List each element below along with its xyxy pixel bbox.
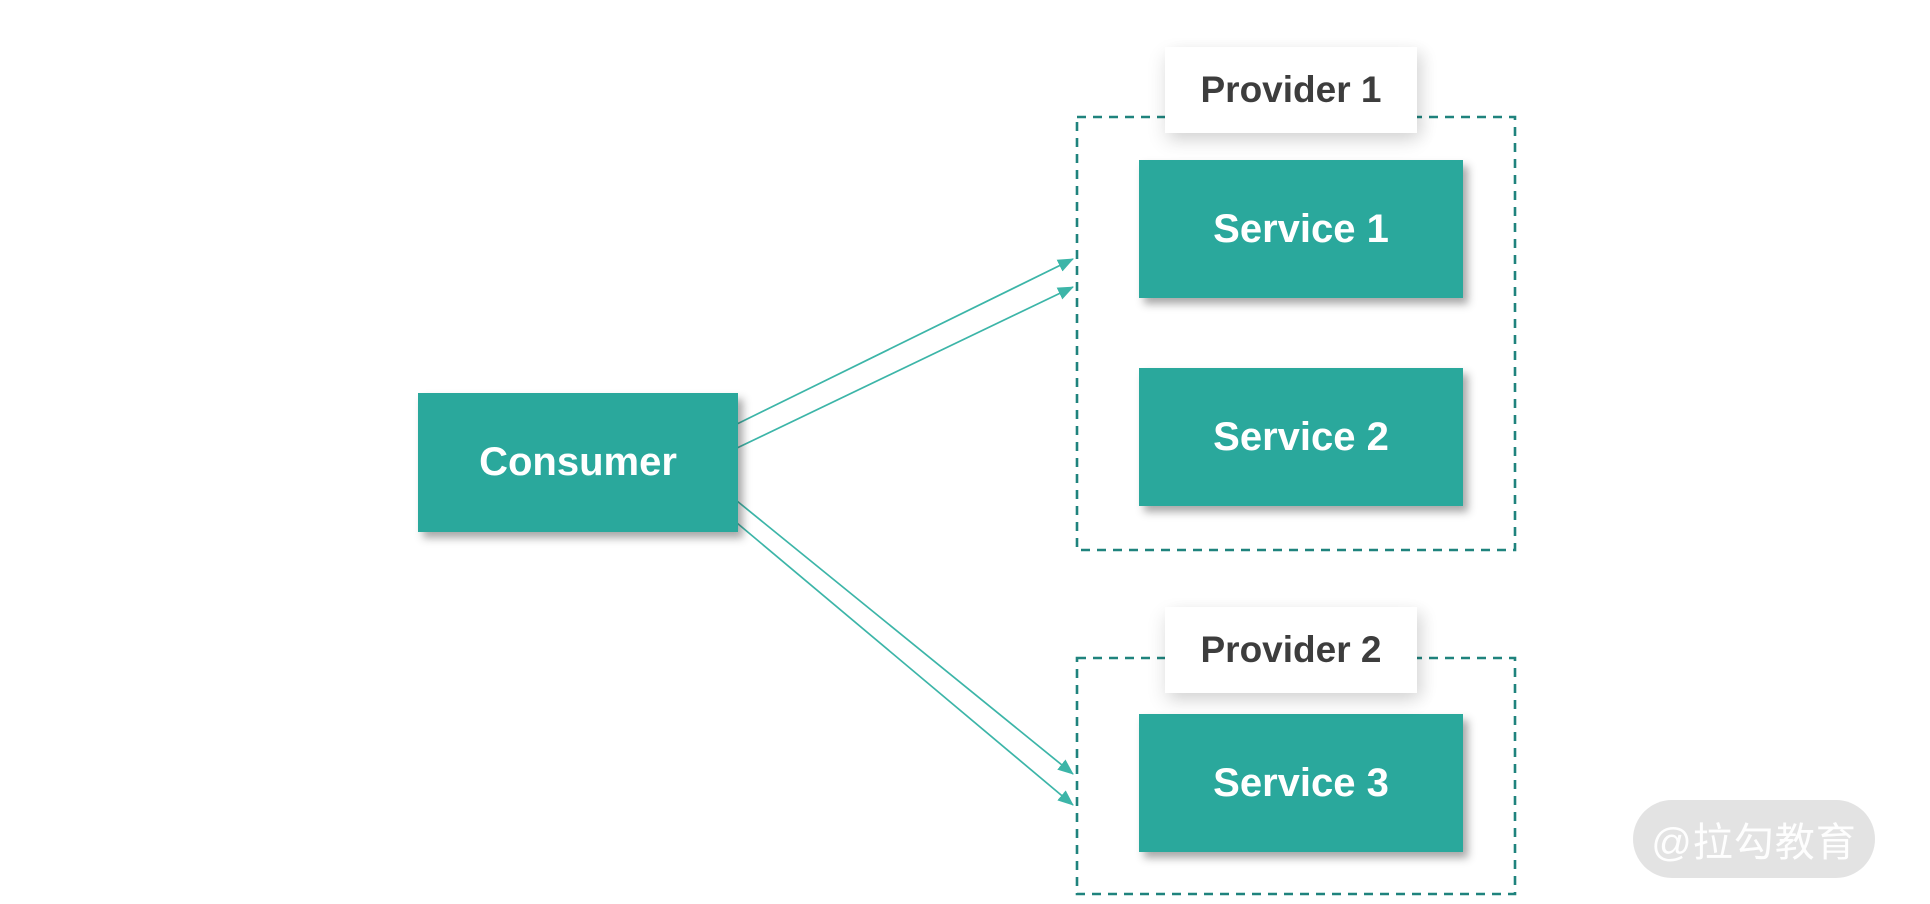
consumer-label: Consumer [479, 440, 677, 484]
watermark-badge: @拉勾教育 [1633, 800, 1875, 878]
watermark-text: @拉勾教育 [1651, 821, 1857, 865]
service-1-node: Service 1 [1139, 160, 1463, 298]
provider-1-dashed-border [1075, 115, 1517, 552]
service-1-label: Service 1 [1213, 206, 1389, 251]
service-2-node: Service 2 [1139, 368, 1463, 506]
provider-1-label: Provider 1 [1200, 69, 1382, 110]
service-3-label: Service 3 [1213, 760, 1389, 805]
connection-arrow-consumer-provider2-a [736, 500, 1074, 775]
service-3-node: Service 3 [1139, 714, 1463, 852]
connection-arrow-consumer-provider2-b [736, 522, 1074, 806]
provider-1-title-card: Provider 1 [1165, 47, 1417, 133]
consumer-node: Consumer [418, 393, 738, 532]
connection-arrow-consumer-provider1-a [736, 258, 1074, 425]
provider-2-label: Provider 2 [1200, 629, 1382, 670]
connection-arrow-consumer-provider1-b [736, 286, 1074, 449]
provider-2-title-card: Provider 2 [1165, 607, 1417, 693]
service-2-label: Service 2 [1213, 414, 1389, 459]
